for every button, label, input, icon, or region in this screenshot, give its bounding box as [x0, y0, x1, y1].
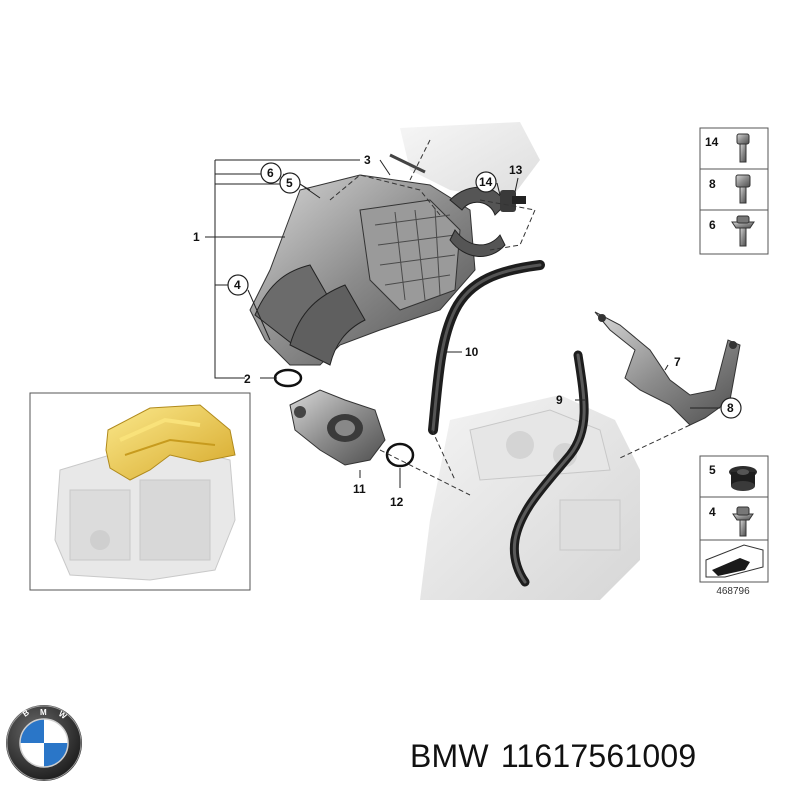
footer-part-label: BMW 11617561009 [410, 738, 708, 775]
callout-8: 8 [727, 401, 734, 415]
hose-10 [428, 260, 545, 435]
callout-1: 1 [193, 230, 200, 244]
fastener-label-5: 5 [709, 463, 716, 477]
inset-highlighted-manifold [105, 404, 236, 481]
bolt-6-icon [731, 215, 755, 247]
image-code: 468796 [716, 586, 750, 597]
fastener-label-6: 6 [709, 218, 716, 232]
callout-9: 9 [556, 393, 563, 407]
callouts: 1 2 3 4 5 6 7 8 9 10 11 12 13 14 [193, 153, 742, 509]
fastener-label-8: 8 [709, 177, 716, 191]
callout-12: 12 [390, 495, 404, 509]
footer-part-number: 11617561009 [500, 738, 697, 774]
svg-text:M: M [40, 708, 47, 717]
callout-14: 14 [479, 175, 493, 189]
callout-6: 6 [267, 166, 274, 180]
fastener-label-14: 14 [705, 135, 719, 149]
callout-2: 2 [244, 372, 251, 386]
bolt-8-icon [735, 174, 751, 204]
intake-manifold [249, 174, 476, 366]
callout-10: 10 [465, 345, 479, 359]
pressure-sensor [500, 190, 526, 212]
location-inset [29, 392, 251, 591]
bolt-4-icon [732, 506, 754, 537]
callout-11: 11 [353, 482, 366, 496]
dashed-lines [329, 139, 691, 496]
seal-12 [385, 442, 415, 468]
fastener-panel-bottom: 5 4 [699, 455, 769, 583]
seal-2 [273, 368, 303, 388]
fastener-label-4: 4 [709, 505, 716, 519]
throttle-adapter [289, 389, 386, 466]
callout-7: 7 [674, 355, 681, 369]
arrow-icon [705, 544, 764, 578]
grommet-5-icon [729, 466, 757, 491]
inset-engine [54, 449, 236, 581]
fastener-panel-top: 14 8 6 [699, 127, 769, 255]
ghost-engine-top [400, 122, 540, 200]
hose-9 [509, 350, 589, 587]
footer-brand: BMW [410, 738, 489, 774]
bolt-14-icon [736, 133, 750, 163]
callout-13: 13 [509, 163, 523, 177]
svg-text:B: B [21, 708, 31, 719]
callout-5: 5 [286, 176, 293, 190]
svg-text:W: W [57, 709, 69, 721]
pin-3 [389, 153, 426, 174]
callout-3: 3 [364, 153, 371, 167]
bmw-logo: B M W [6, 705, 82, 781]
callout-4: 4 [234, 278, 241, 292]
